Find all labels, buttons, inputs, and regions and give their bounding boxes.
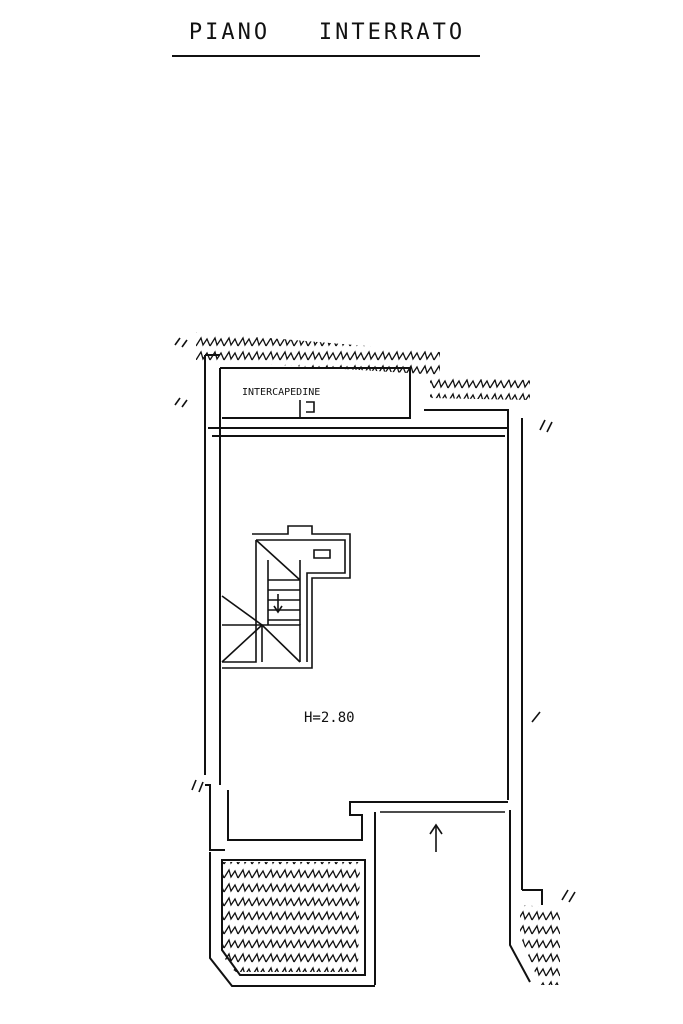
staircase (221, 525, 351, 669)
entry-arrow-icon (429, 823, 443, 852)
wall-break-marks (174, 337, 576, 903)
room-height-label: H=2.80 (304, 710, 355, 726)
plan-title: PIANO INTERRATO (188, 20, 466, 45)
door-openings (299, 400, 505, 813)
interspace-label: INTERCAPEDINE (242, 387, 321, 398)
earth-hatching (196, 332, 560, 985)
title-underline (172, 55, 480, 57)
light-well-walls (209, 852, 375, 987)
outer-walls (204, 354, 543, 985)
